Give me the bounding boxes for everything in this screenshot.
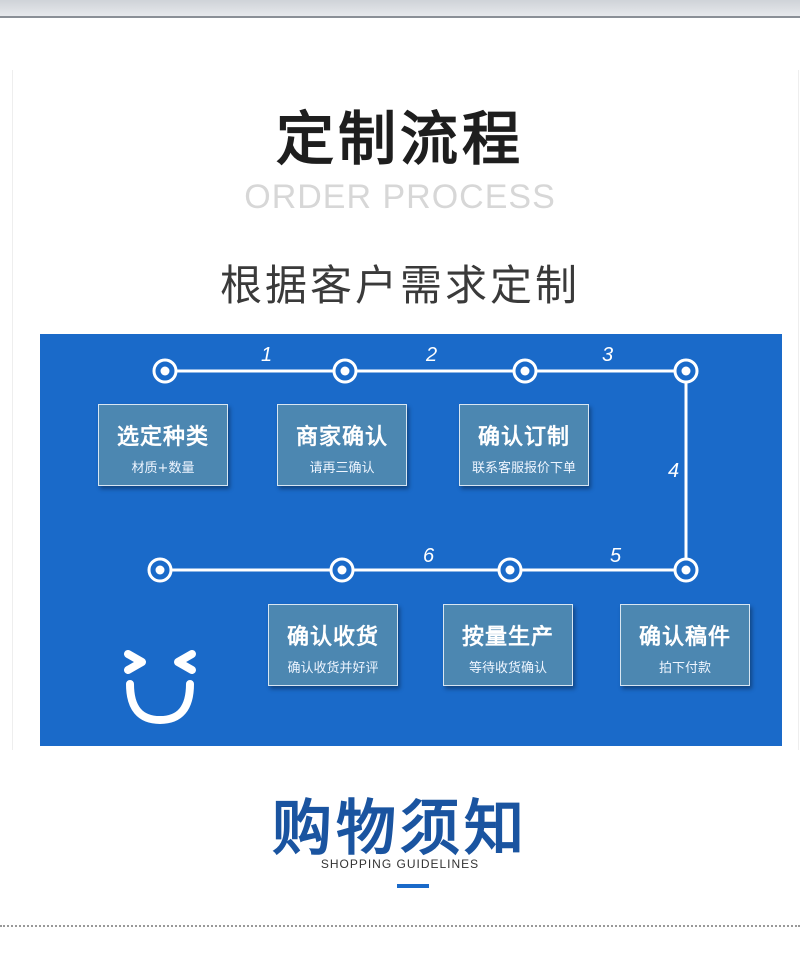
notice-title-en: SHOPPING GUIDELINES — [320, 857, 480, 871]
smiley-face-icon — [124, 650, 196, 724]
step-box-confirm-draft: 确认稿件 拍下付款 — [620, 604, 750, 686]
top-image-strip — [0, 0, 800, 18]
node-7 — [329, 557, 355, 583]
node-5 — [673, 557, 699, 583]
page-subtitle: 根据客户需求定制 — [219, 261, 580, 310]
step-title: 确认收货 — [286, 625, 379, 650]
node-4 — [673, 358, 699, 384]
step-desc: 等待收货确认 — [468, 661, 547, 676]
step-number-6: 6 — [423, 545, 435, 567]
node-8 — [147, 557, 173, 583]
node-2 — [332, 358, 358, 384]
step-box-merchant-confirm: 商家确认 请再三确认 — [277, 404, 407, 486]
step-title: 商家确认 — [295, 425, 388, 450]
node-3 — [512, 358, 538, 384]
node-6 — [497, 557, 523, 583]
node-1 — [152, 358, 178, 384]
step-desc: 材质+数量 — [131, 461, 195, 476]
step-desc: 请再三确认 — [309, 461, 375, 476]
step-box-select-type: 选定种类 材质+数量 — [98, 404, 228, 486]
step-number-3: 3 — [602, 344, 614, 366]
page-title-en: ORDER PROCESS — [244, 178, 556, 216]
step-number-4: 4 — [668, 460, 680, 482]
step-number-2: 2 — [426, 344, 438, 366]
step-box-production: 按量生产 等待收货确认 — [443, 604, 573, 686]
step-box-confirm-receipt: 确认收货 确认收货并好评 — [268, 604, 398, 686]
dotted-divider — [0, 925, 800, 927]
step-title: 按量生产 — [461, 625, 554, 650]
process-track — [147, 358, 699, 583]
notice-accent-bar — [397, 884, 429, 888]
page-title: 定制流程 — [275, 105, 524, 173]
step-desc: 确认收货并好评 — [287, 661, 379, 676]
step-title: 确认订制 — [477, 425, 570, 450]
track-nodes — [147, 358, 699, 583]
step-desc: 拍下付款 — [658, 661, 711, 676]
step-box-confirm-order: 确认订制 联系客服报价下单 — [459, 404, 589, 486]
step-title: 确认稿件 — [638, 625, 731, 650]
step-title: 选定种类 — [116, 425, 209, 450]
step-desc: 联系客服报价下单 — [471, 461, 576, 476]
step-number-5: 5 — [610, 545, 622, 567]
step-number-1: 1 — [261, 344, 273, 366]
process-panel: 1 2 3 4 5 6 选定种类 材质+数量 商家确认 请再三确认 确认订制 联… — [40, 334, 782, 746]
notice-title: 购物须知 — [272, 794, 528, 864]
section-frame — [12, 70, 799, 750]
